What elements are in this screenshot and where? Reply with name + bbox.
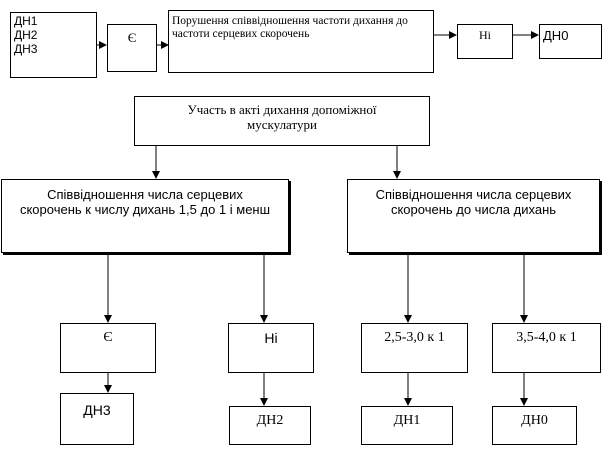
ratio-right-label: Співвідношення числа серцевих скорочень … — [375, 187, 572, 217]
range-1-box: 2,5-3,0 к 1 — [361, 323, 468, 373]
disorder-box: Порушення співвідношення частоти дихання… — [168, 10, 434, 73]
yes-bottom-label: Є — [103, 330, 113, 345]
no-top-label: Ні — [479, 28, 491, 42]
range-2-box: 3,5-4,0 к 1 — [492, 323, 601, 373]
dn3-label: ДН3 — [83, 402, 111, 418]
no-box-bottom: Ні — [228, 323, 314, 373]
disorder-label: Порушення співвідношення частоти дихання… — [172, 15, 408, 41]
dn1-label: ДН1 — [393, 413, 421, 428]
yes-top-label: Є — [127, 30, 137, 45]
no-box-top: Ні — [457, 24, 513, 59]
dn1-box: ДН1 — [361, 406, 453, 445]
no-bottom-label: Ні — [264, 330, 278, 346]
dn-list-item-1: ДН1 — [14, 14, 38, 28]
yes-box-bottom: Є — [60, 323, 156, 373]
dn0-bottom-label: ДН0 — [521, 413, 548, 428]
dn0-top-box: ДН0 — [539, 24, 602, 59]
range-1-label: 2,5-3,0 к 1 — [384, 330, 445, 345]
yes-box-top: Є — [107, 24, 157, 72]
dn-list-item-3: ДН3 — [14, 41, 38, 56]
accessory-muscles-label: Участь в акті дихання допоміжної мускула… — [187, 102, 377, 132]
dn2-label: ДН2 — [256, 413, 284, 428]
ratio-left-box: Співвідношення числа серцевих скорочень … — [1, 179, 289, 253]
range-2-label: 3,5-4,0 к 1 — [516, 330, 577, 345]
ratio-right-box: Співвідношення числа серцевих скорочень … — [347, 179, 600, 253]
dn-list-item-2: ДН2 — [14, 27, 38, 42]
dn0-bottom-box: ДН0 — [492, 406, 577, 445]
accessory-muscles-box: Участь в акті дихання допоміжної мускула… — [134, 96, 430, 146]
dn3-box: ДН3 — [60, 393, 134, 445]
dn0-top-label: ДН0 — [543, 28, 569, 43]
ratio-left-label: Співвідношення числа серцевих скорочень … — [19, 187, 271, 217]
dn2-box: ДН2 — [229, 406, 311, 445]
dn-list-box: ДН1 ДН2 ДН3 — [10, 12, 97, 78]
